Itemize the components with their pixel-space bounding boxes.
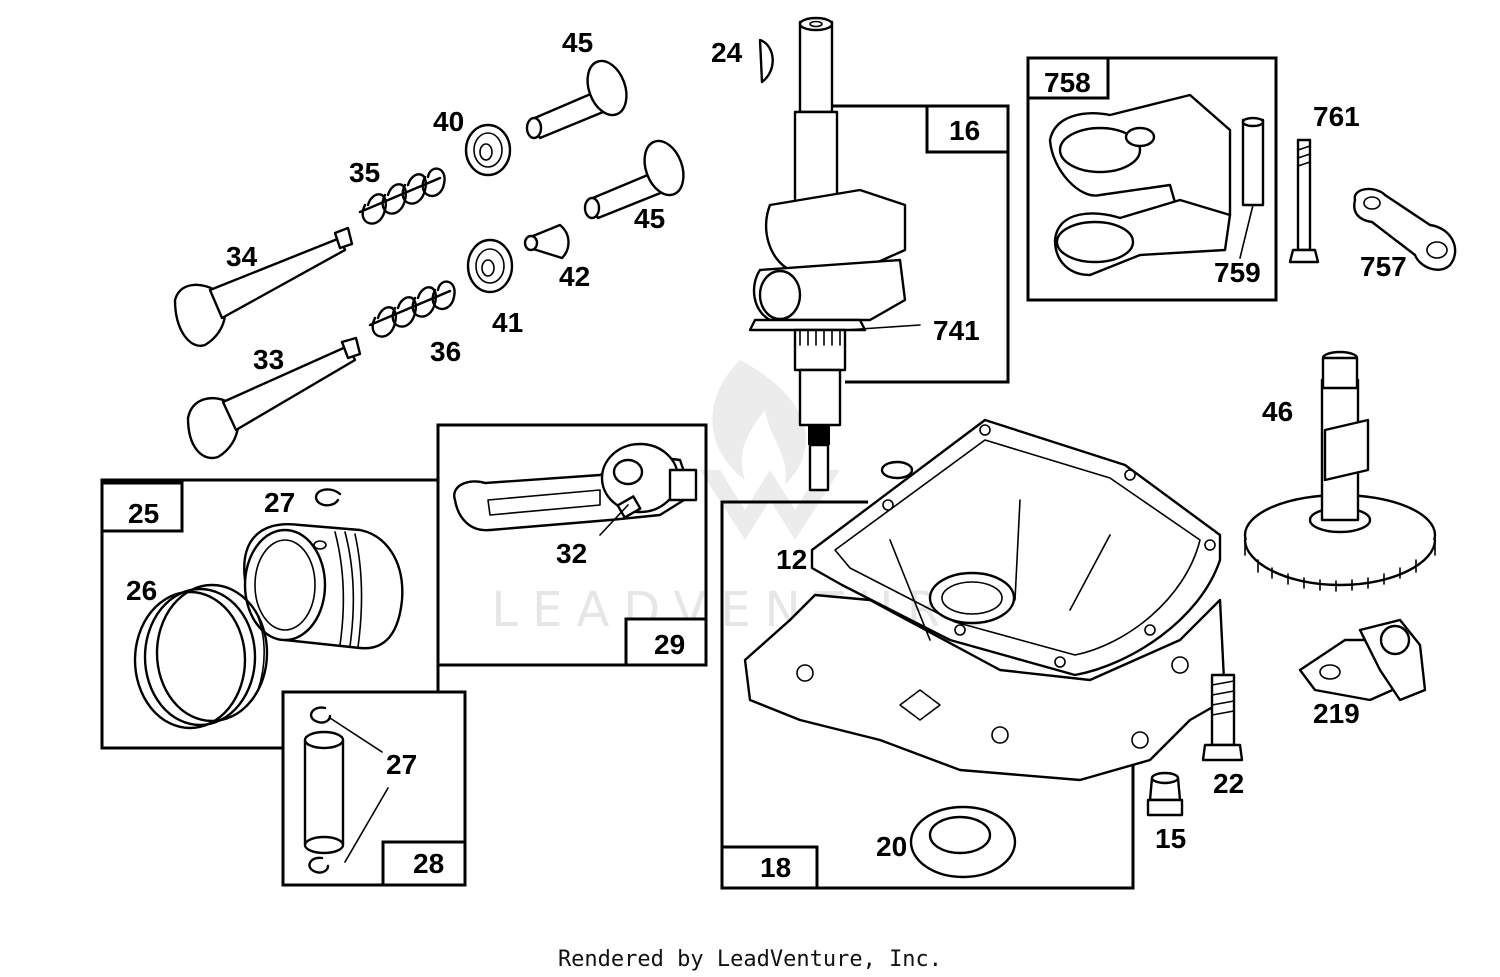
valve-spring-35 (358, 167, 446, 225)
bolt-22 (1201, 673, 1244, 762)
callout-36: 36 (430, 336, 461, 367)
callout-46: 46 (1262, 396, 1293, 427)
box-16-crankshaft (805, 104, 1010, 384)
watermark: LEADVENTURE (491, 360, 985, 638)
callout-758: 758 (1044, 67, 1091, 98)
dowel-pin-759 (1239, 116, 1265, 259)
callout-27-top: 27 (264, 487, 295, 518)
callout-42: 42 (559, 261, 590, 292)
plug-15 (1146, 771, 1184, 817)
callout-45-lower: 45 (634, 203, 665, 234)
spring-retainer-41 (466, 238, 514, 294)
callout-26: 26 (126, 575, 157, 606)
callout-32: 32 (556, 538, 587, 569)
piston-rings-26 (133, 583, 269, 730)
callout-labels: 45 24 16 758 761 40 35 45 34 42 759 757 … (126, 27, 1407, 883)
woodruff-key-24 (758, 38, 774, 84)
callout-18: 18 (760, 852, 791, 883)
callout-29: 29 (654, 629, 685, 660)
sump-gasket-12 (810, 418, 1222, 677)
spring-retainer-40 (464, 123, 512, 177)
piston-pin-28 (303, 706, 389, 874)
crankshaft-741 (748, 16, 921, 492)
stud-761 (1288, 138, 1320, 264)
tappet-45-upper (525, 59, 628, 140)
callout-219: 219 (1313, 698, 1360, 729)
callout-45-upper: 45 (562, 27, 593, 58)
callout-20: 20 (876, 831, 907, 862)
valve-spring-36 (368, 280, 456, 338)
intake-valve-34 (173, 226, 354, 347)
callout-25: 25 (128, 498, 159, 529)
footer-caption: Rendered by LeadVenture, Inc. (558, 947, 942, 972)
box-18-sump (720, 500, 1135, 890)
valve-keeper-42 (523, 223, 570, 260)
camshaft-46 (1243, 350, 1437, 592)
callout-16: 16 (949, 115, 980, 146)
retaining-ring-27-top (314, 488, 342, 507)
box-29-connecting-rod (436, 423, 708, 667)
callout-761: 761 (1313, 101, 1360, 132)
callout-33: 33 (253, 344, 284, 375)
tappet-45-lower (583, 139, 685, 220)
box-758-cylinder-head (1026, 56, 1278, 302)
callout-28: 28 (413, 848, 444, 879)
callout-34: 34 (226, 241, 258, 272)
box-28-piston-pin (281, 690, 467, 887)
callout-41: 41 (492, 307, 523, 338)
sump-18 (743, 460, 1227, 782)
callout-24: 24 (711, 37, 743, 68)
cylinder-head-758 (1048, 93, 1232, 277)
piston-25 (243, 523, 404, 650)
callout-27-pin: 27 (386, 749, 417, 780)
callout-757: 757 (1360, 251, 1407, 282)
callout-15: 15 (1155, 823, 1186, 854)
oil-seal-20 (909, 805, 1017, 879)
link-757 (1353, 187, 1457, 271)
connecting-rod-32 (453, 442, 698, 536)
callout-35: 35 (349, 157, 380, 188)
callout-12: 12 (776, 544, 807, 575)
callout-759: 759 (1214, 257, 1261, 288)
exhaust-valve-33 (186, 336, 362, 460)
callout-741: 741 (933, 315, 980, 346)
callout-40: 40 (433, 106, 464, 137)
governor-219 (1298, 618, 1427, 702)
callout-22: 22 (1213, 768, 1244, 799)
